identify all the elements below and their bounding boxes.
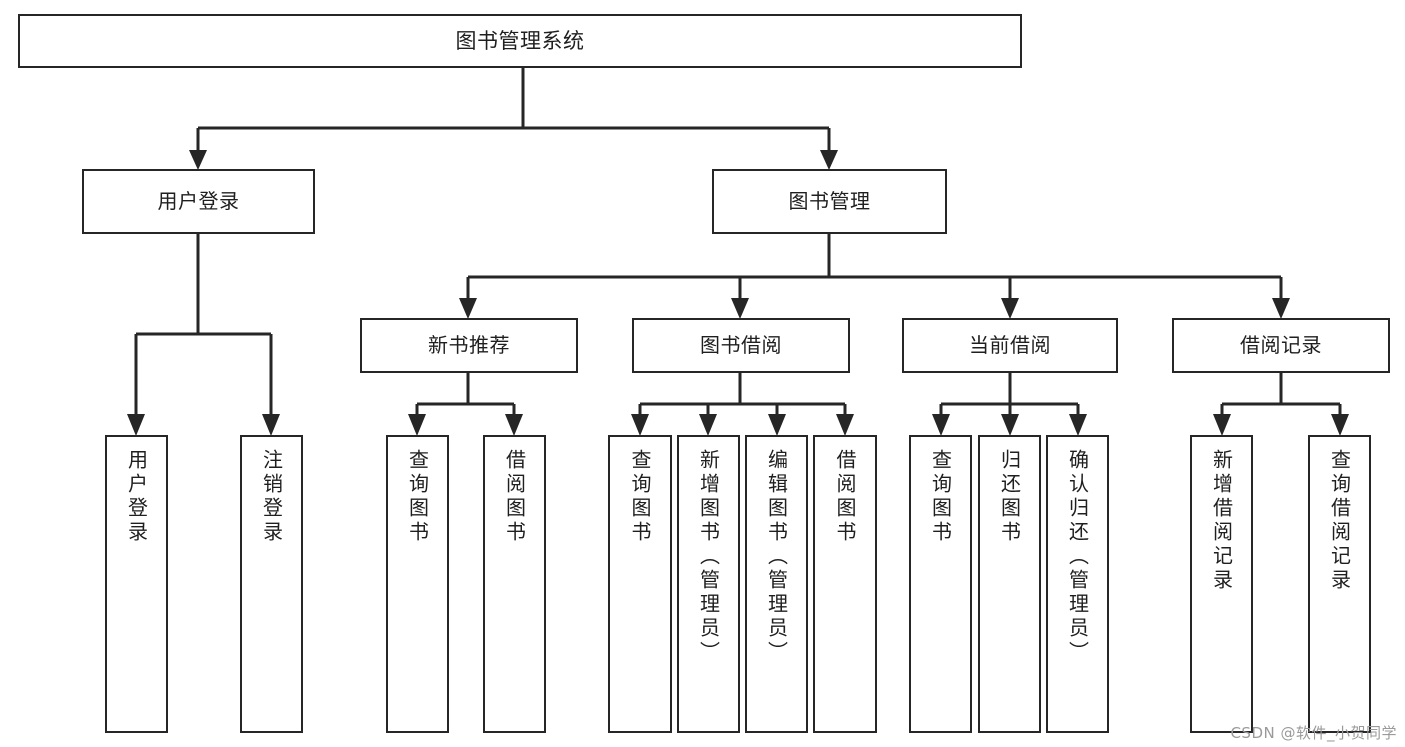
node-user-login[interactable]: 用户登录 xyxy=(82,169,315,234)
node-label: 查询图书 xyxy=(628,449,652,545)
node-label: 借阅图书 xyxy=(502,449,527,545)
csdn-watermark: CSDN @软件_小贺同学 xyxy=(1230,724,1397,742)
node-label: 用户登录 xyxy=(157,188,240,213)
leaf-records-query-record[interactable]: 查询借阅记录 xyxy=(1308,435,1371,733)
leaf-borrow-borrow-book[interactable]: 借阅图书 xyxy=(813,435,877,733)
node-label: 借阅记录 xyxy=(1240,332,1322,357)
leaf-borrow-query-book[interactable]: 查询图书 xyxy=(608,435,672,733)
node-label: 查询借阅记录 xyxy=(1327,449,1352,593)
node-label: 图书管理 xyxy=(788,188,871,213)
node-label: 图书借阅 xyxy=(700,332,782,357)
node-label: 借阅图书 xyxy=(833,449,857,545)
node-label: 确认归还（管理员） xyxy=(1065,449,1090,665)
node-label: 图书管理系统 xyxy=(455,28,585,53)
leaf-current-return-book[interactable]: 归还图书 xyxy=(978,435,1041,733)
node-label: 新增借阅记录 xyxy=(1209,449,1234,593)
node-current-borrow[interactable]: 当前借阅 xyxy=(902,318,1118,373)
leaf-borrow-edit-book[interactable]: 编辑图书（管理员） xyxy=(745,435,808,733)
node-label: 新书推荐 xyxy=(428,332,510,357)
leaf-user-login-logout[interactable]: 注销登录 xyxy=(240,435,303,733)
node-label: 编辑图书（管理员） xyxy=(764,449,789,665)
leaf-borrow-add-book[interactable]: 新增图书（管理员） xyxy=(677,435,740,733)
node-label: 用户登录 xyxy=(124,449,149,545)
leaf-current-query-book[interactable]: 查询图书 xyxy=(909,435,972,733)
node-root-system[interactable]: 图书管理系统 xyxy=(18,14,1022,68)
node-label: 查询图书 xyxy=(405,449,430,545)
leaf-user-login-login[interactable]: 用户登录 xyxy=(105,435,168,733)
node-book-management[interactable]: 图书管理 xyxy=(712,169,947,234)
node-label: 新增图书（管理员） xyxy=(696,449,721,665)
leaf-records-add-record[interactable]: 新增借阅记录 xyxy=(1190,435,1253,733)
node-label: 查询图书 xyxy=(928,449,953,545)
node-label: 注销登录 xyxy=(259,449,284,545)
node-book-borrow[interactable]: 图书借阅 xyxy=(632,318,850,373)
node-new-book-recommend[interactable]: 新书推荐 xyxy=(360,318,578,373)
leaf-new-book-borrow[interactable]: 借阅图书 xyxy=(483,435,546,733)
leaf-new-book-query[interactable]: 查询图书 xyxy=(386,435,449,733)
leaf-current-confirm-return[interactable]: 确认归还（管理员） xyxy=(1046,435,1109,733)
node-borrow-records[interactable]: 借阅记录 xyxy=(1172,318,1390,373)
node-label: 归还图书 xyxy=(997,449,1022,545)
node-label: 当前借阅 xyxy=(969,332,1051,357)
